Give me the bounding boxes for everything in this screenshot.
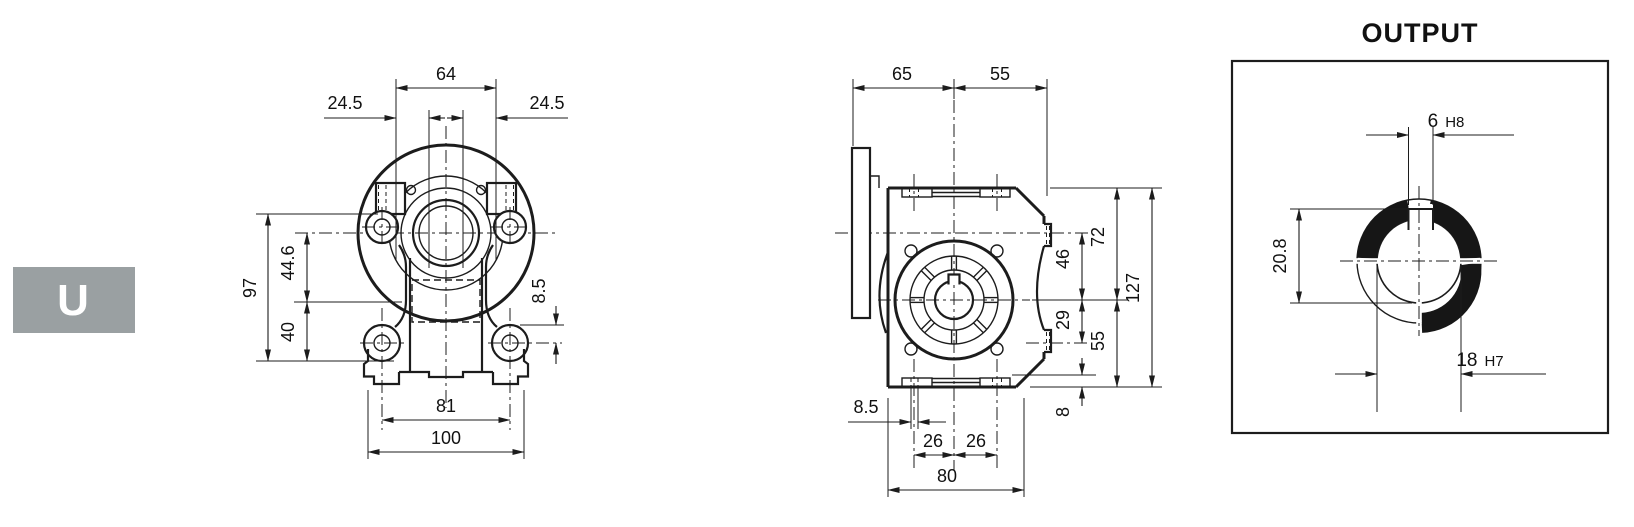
dim-front-base-width: 100	[431, 428, 461, 448]
face-hole-br	[990, 342, 1004, 356]
front-view-drawing: 64 24.5 24.5 97 44.6 40 8.5 81 100	[240, 64, 568, 459]
dim-side-overall-height: 127	[1123, 273, 1143, 303]
dim-side-housing-side: 55	[990, 64, 1010, 84]
input-bore-inner	[418, 205, 474, 261]
base-edge	[399, 370, 493, 379]
dim-front-flange-width: 64	[436, 64, 456, 84]
right-block	[485, 181, 518, 216]
variant-badge-label: U	[57, 276, 89, 325]
hidden-cavity	[411, 279, 481, 323]
dim-side-slot-width: 8.5	[853, 397, 878, 417]
dim-front-foot-hole-span: 81	[436, 396, 456, 416]
plate-neck	[870, 175, 880, 188]
side-view-drawing: 65 55 46 29 8 72 55 127 8.5 26 26	[835, 64, 1162, 497]
waist-left	[394, 244, 408, 328]
section-fill-upper-right	[1426, 200, 1481, 260]
face-hole-bl	[904, 342, 918, 356]
section-fill-upper-left	[1357, 200, 1412, 260]
dim-side-input-to-output: 46	[1053, 249, 1073, 269]
upper-boss	[1044, 222, 1053, 248]
input-bore-outer	[411, 198, 481, 268]
keyway-slot	[1407, 208, 1434, 230]
dim-side-top-to-output: 72	[1088, 227, 1108, 247]
dim-side-slot-right: 26	[966, 431, 986, 451]
output-keyway	[947, 273, 961, 285]
dim-side-base-width: 80	[937, 466, 957, 486]
dim-side-slot-left: 26	[923, 431, 943, 451]
right-concave-edge	[1035, 245, 1046, 331]
face-hole-tl	[904, 244, 918, 258]
left-block	[374, 181, 407, 216]
housing-outer-circle	[356, 143, 536, 323]
flange-hole-right	[475, 184, 487, 196]
dim-keyway-depth: 20.8	[1270, 238, 1290, 273]
dim-side-flange-side: 65	[892, 64, 912, 84]
dim-front-center-to-waist: 44.6	[278, 245, 298, 280]
dim-front-edge-left: 24.5	[327, 93, 362, 113]
dim-side-output-to-base: 55	[1088, 331, 1108, 351]
housing-bulge	[878, 251, 890, 334]
face-hole-tr	[990, 244, 1004, 258]
output-panel-title: OUTPUT	[1362, 18, 1479, 48]
flange-hole-left	[405, 184, 417, 196]
foot-right-outline	[491, 349, 530, 386]
section-fill-lower-right	[1420, 262, 1482, 333]
dim-front-edge-right: 24.5	[529, 93, 564, 113]
dim-front-waist-to-base: 40	[278, 322, 298, 342]
variant-badge-box	[13, 267, 135, 333]
output-panel-box	[1230, 59, 1610, 435]
waist-right	[484, 244, 498, 328]
dim-side-output-to-boss: 29	[1053, 310, 1073, 330]
flange-circle-inner	[400, 187, 492, 279]
dim-side-pad-height: 8	[1053, 407, 1073, 417]
lower-boss	[1044, 328, 1053, 354]
dim-front-foot-offset: 8.5	[529, 278, 549, 303]
output-flange-circle	[893, 239, 1015, 361]
variant-badge: U	[13, 267, 135, 333]
input-flange-plate	[850, 146, 872, 320]
dim-front-overall-height: 97	[240, 278, 260, 298]
